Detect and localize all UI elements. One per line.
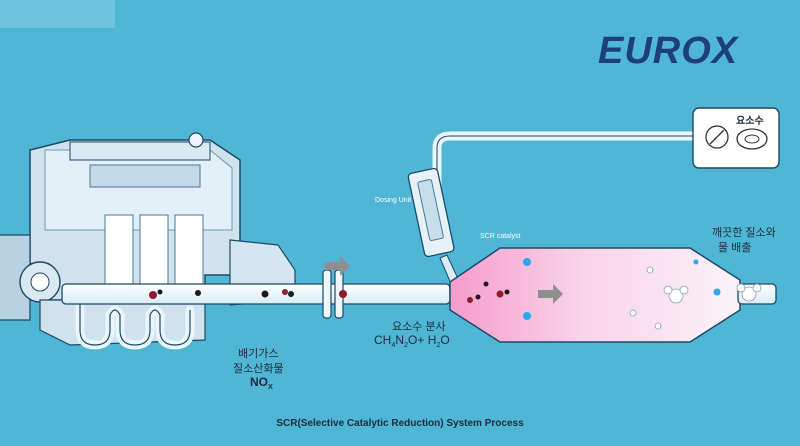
dosing-line	[432, 131, 700, 220]
dosing-unit-icon	[407, 167, 461, 287]
clean-output-label-2: 물 배출	[718, 242, 752, 254]
formula-sub-c: 2	[436, 340, 441, 349]
flow-arrow-icon	[325, 256, 563, 304]
urea-spray-label: 요소수 분사	[392, 321, 446, 333]
exhaust-pipe	[61, 283, 451, 305]
formula-sub-a: 4	[391, 340, 396, 349]
formula-part-b: N	[395, 333, 405, 347]
formula-part-a: CH	[374, 333, 392, 347]
scr-catalyst-label: SCR catalyst	[480, 233, 521, 240]
exhaust-label-2: 질소산화물	[233, 363, 284, 375]
nox-label: NOX	[250, 375, 273, 391]
urea-droplets	[523, 258, 721, 320]
nox-particles	[149, 281, 510, 303]
formula-part-c: O+ H	[408, 333, 437, 347]
dosing-unit-label: Dosing Unit	[375, 197, 412, 204]
nox-sub: X	[268, 382, 273, 391]
formula-part-d: O	[440, 333, 450, 347]
urea-tank-icon	[692, 107, 780, 169]
exhaust-label-1: 배기가스	[238, 348, 279, 360]
urea-formula: CH4N2O+ H2O	[374, 333, 450, 349]
formula-sub-b: 2	[404, 340, 409, 349]
clean-output-label-1: 깨끗한 질소와	[712, 227, 776, 239]
diagram-caption: SCR(Selective Catalytic Reduction) Syste…	[276, 418, 524, 429]
eurox-logo: EUROX	[598, 30, 739, 72]
top-corner-panel	[0, 0, 115, 28]
scr-catalyst-housing	[449, 247, 741, 343]
nox-main: NO	[250, 375, 268, 389]
molecule-icon	[629, 266, 762, 330]
engine-icon	[0, 132, 296, 346]
tank-label: 요소수	[736, 116, 764, 127]
